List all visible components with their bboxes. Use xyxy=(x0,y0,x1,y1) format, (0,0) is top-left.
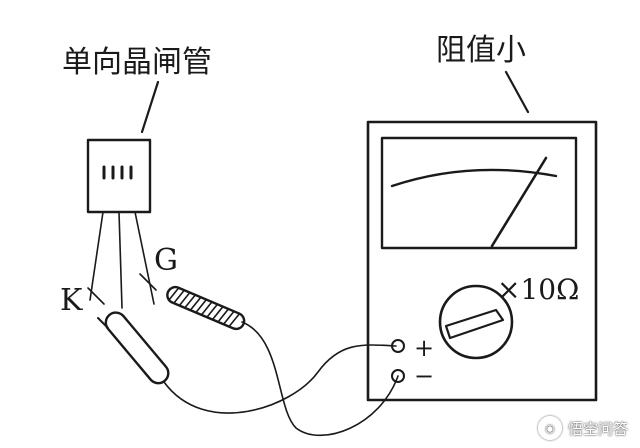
minus-terminal xyxy=(391,369,405,383)
range-selector-knob xyxy=(438,284,514,360)
thyristor-lead-a xyxy=(118,211,123,309)
black-test-wire xyxy=(163,344,397,414)
meter-title-pointer xyxy=(504,70,530,114)
pin-label-k: K xyxy=(60,283,83,318)
thyristor-body xyxy=(86,138,152,214)
probe-g xyxy=(166,285,246,331)
multimeter-case xyxy=(366,120,598,402)
minus-terminal-label: − xyxy=(414,362,434,390)
scr-title-pointer xyxy=(140,80,160,134)
watermark: ◉ 悟空问答 xyxy=(537,416,628,440)
thyristor-lead-g xyxy=(134,211,155,305)
meter-title: 阻值小 xyxy=(436,33,526,68)
pin-g-tick xyxy=(139,273,157,291)
pin-k-tick xyxy=(87,287,105,305)
thyristor-marking xyxy=(102,165,133,180)
plus-terminal xyxy=(391,339,405,353)
pin-label-g: G xyxy=(154,243,178,278)
range-label: ×10Ω xyxy=(497,273,579,306)
plus-terminal-label: + xyxy=(414,334,434,362)
knob-pointer xyxy=(444,308,505,340)
probe-k xyxy=(97,311,170,385)
owl-logo-icon: ◉ xyxy=(537,416,562,440)
watermark-text: 悟空问答 xyxy=(567,419,628,438)
meter-dial xyxy=(380,136,578,250)
red-test-wire xyxy=(241,321,399,437)
thyristor-lead-k xyxy=(89,211,104,301)
meter-needle xyxy=(490,156,548,248)
scr-title: 单向晶闸管 xyxy=(62,45,212,80)
multimeter: ×10Ω + − xyxy=(366,120,598,402)
